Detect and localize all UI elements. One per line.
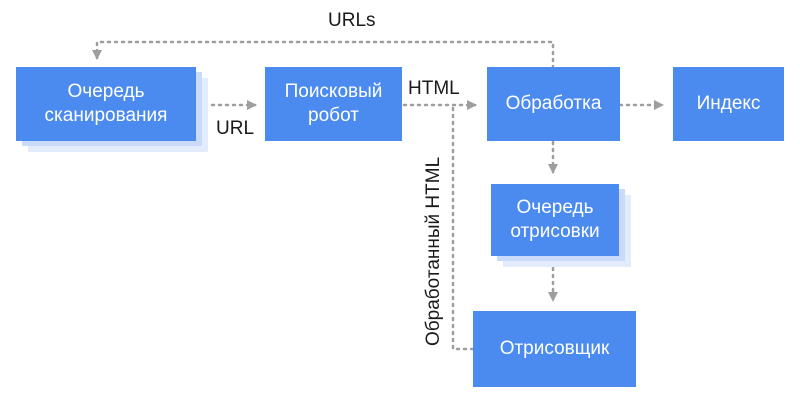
crawler-node: Поисковый робот — [265, 67, 402, 141]
render-queue-line1: Очередь — [516, 197, 594, 218]
crawler-line1: Поисковый — [284, 81, 383, 102]
crawler-line2: робот — [308, 105, 359, 126]
crawl-queue-node: Очередь сканирования — [16, 67, 196, 141]
url-edge-label: URL — [216, 118, 255, 139]
crawl-queue-line2: сканирования — [44, 105, 168, 126]
index-label: Индекс — [696, 93, 761, 114]
rendered-html-arrow — [451, 103, 475, 351]
processing-node: Обработка — [487, 67, 620, 141]
render-queue-line2: отрисовки — [510, 221, 600, 242]
rendered-html-edge-label: Обработанный HTML — [423, 156, 444, 346]
renderer-label: Отрисовщик — [499, 338, 610, 359]
urls-edge-label: URLs — [328, 10, 376, 31]
index-node: Индекс — [673, 67, 784, 141]
html-edge-label: HTML — [408, 78, 460, 99]
processing-label: Обработка — [505, 93, 602, 114]
urls-feedback-arrow — [92, 40, 555, 70]
renderer-node: Отрисовщик — [473, 311, 636, 387]
crawl-queue-line1: Очередь — [67, 81, 145, 102]
render-queue-node: Очередь отрисовки — [491, 184, 619, 256]
